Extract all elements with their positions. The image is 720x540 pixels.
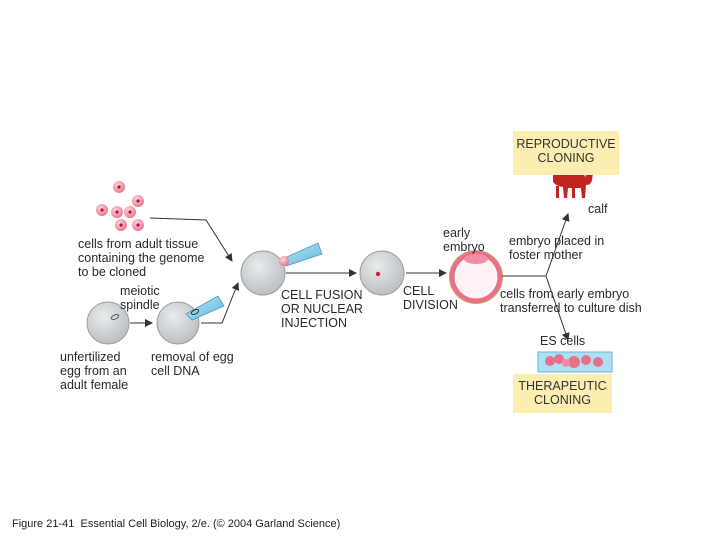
calf-label: calf xyxy=(588,202,608,216)
unfertilized-egg xyxy=(86,301,130,345)
enucleated-egg xyxy=(156,295,225,345)
adult-tissue-cells xyxy=(96,181,144,231)
unfertilized-egg-label: unfertilized egg from an adult female xyxy=(60,350,129,392)
egg-nuclear-injection xyxy=(240,242,323,296)
cell-fusion-label: CELL FUSION OR NUCLEAR INJECTION xyxy=(281,288,363,330)
therapeutic-cloning-box: THERAPEUTIC CLONING xyxy=(513,374,612,413)
arrows xyxy=(130,213,570,341)
removal-dna-label: removal of egg cell DNA xyxy=(151,350,234,378)
figure-caption: Figure 21-41 Essential Cell Biology, 2/e… xyxy=(12,518,341,530)
culture-dish xyxy=(537,351,613,373)
calf-icon xyxy=(552,172,593,198)
meiotic-spindle-label: meiotic spindle xyxy=(120,284,160,312)
es-cells-label: ES cells xyxy=(540,334,586,348)
embryo-placed-label: embryo placed in foster mother xyxy=(509,234,605,262)
cell-division-label: CELL DIVISION xyxy=(403,284,458,312)
fused-cell xyxy=(359,250,405,296)
early-embryo-label: early embryo xyxy=(443,226,485,254)
early-embryo xyxy=(449,250,503,304)
adult-cells-label: cells from adult tissue containing the g… xyxy=(78,237,205,279)
reproductive-cloning-box: REPRODUCTIVE CLONING xyxy=(513,131,619,175)
cells-transferred-label: cells from early embryo transferred to c… xyxy=(500,287,642,315)
